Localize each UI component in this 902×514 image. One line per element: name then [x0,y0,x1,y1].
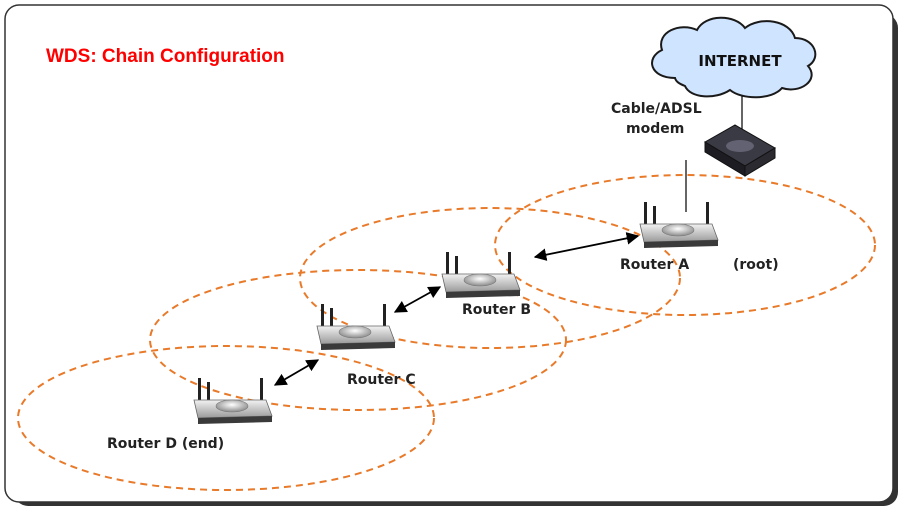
router-d-label: Router D (end) [107,436,225,452]
router-a-label: Router A [620,257,690,273]
modem-label-line2: modem [626,121,685,137]
router-a-root-label: (root) [733,257,779,273]
coverage-ellipse-router-c [149,269,567,411]
coverage-ellipse-router-b [299,207,681,349]
internet-label: INTERNET [698,52,782,70]
link-arrow-a-b [533,232,640,261]
router-b-label: Router B [462,302,532,318]
modem-label-line1: Cable/ADSL [611,101,702,117]
internet-cloud-icon [651,16,817,99]
diagram-title: WDS: Chain Configuration [46,46,285,67]
modem-icon [704,124,776,177]
link-arrow-b-c [393,286,442,313]
coverage-ellipse-router-a [494,174,876,316]
router-c-label: Router C [347,372,416,388]
coverage-ellipse-router-d [17,345,435,491]
link-arrow-c-d [273,359,320,386]
